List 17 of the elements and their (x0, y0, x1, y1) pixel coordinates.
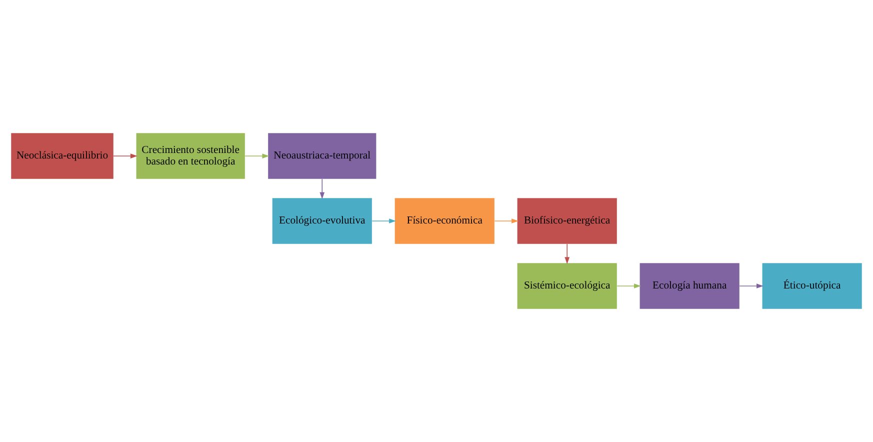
arrow (739, 284, 764, 288)
node-box: Crecimiento sostenible basado en tecnología (136, 133, 245, 179)
arrow (244, 154, 270, 158)
node-box: Físico-económica (394, 198, 494, 244)
arrow (564, 244, 570, 264)
arrow (320, 178, 325, 200)
node-box: Ecológico-evolutiva (272, 198, 372, 244)
arrow (113, 154, 138, 158)
arrow (616, 284, 641, 288)
arrow (372, 218, 396, 224)
node-box: Ético-utópica (762, 263, 862, 309)
node-box: Neoclásica-equilibrio (11, 133, 114, 179)
node-box: Sistémico-ecológica (517, 263, 617, 309)
arrow (494, 218, 518, 224)
node-box: Biofísico-energética (517, 198, 617, 244)
node-box: Neoaustriaca-temporal (268, 133, 376, 179)
node-box: Ecología humana (640, 263, 740, 309)
